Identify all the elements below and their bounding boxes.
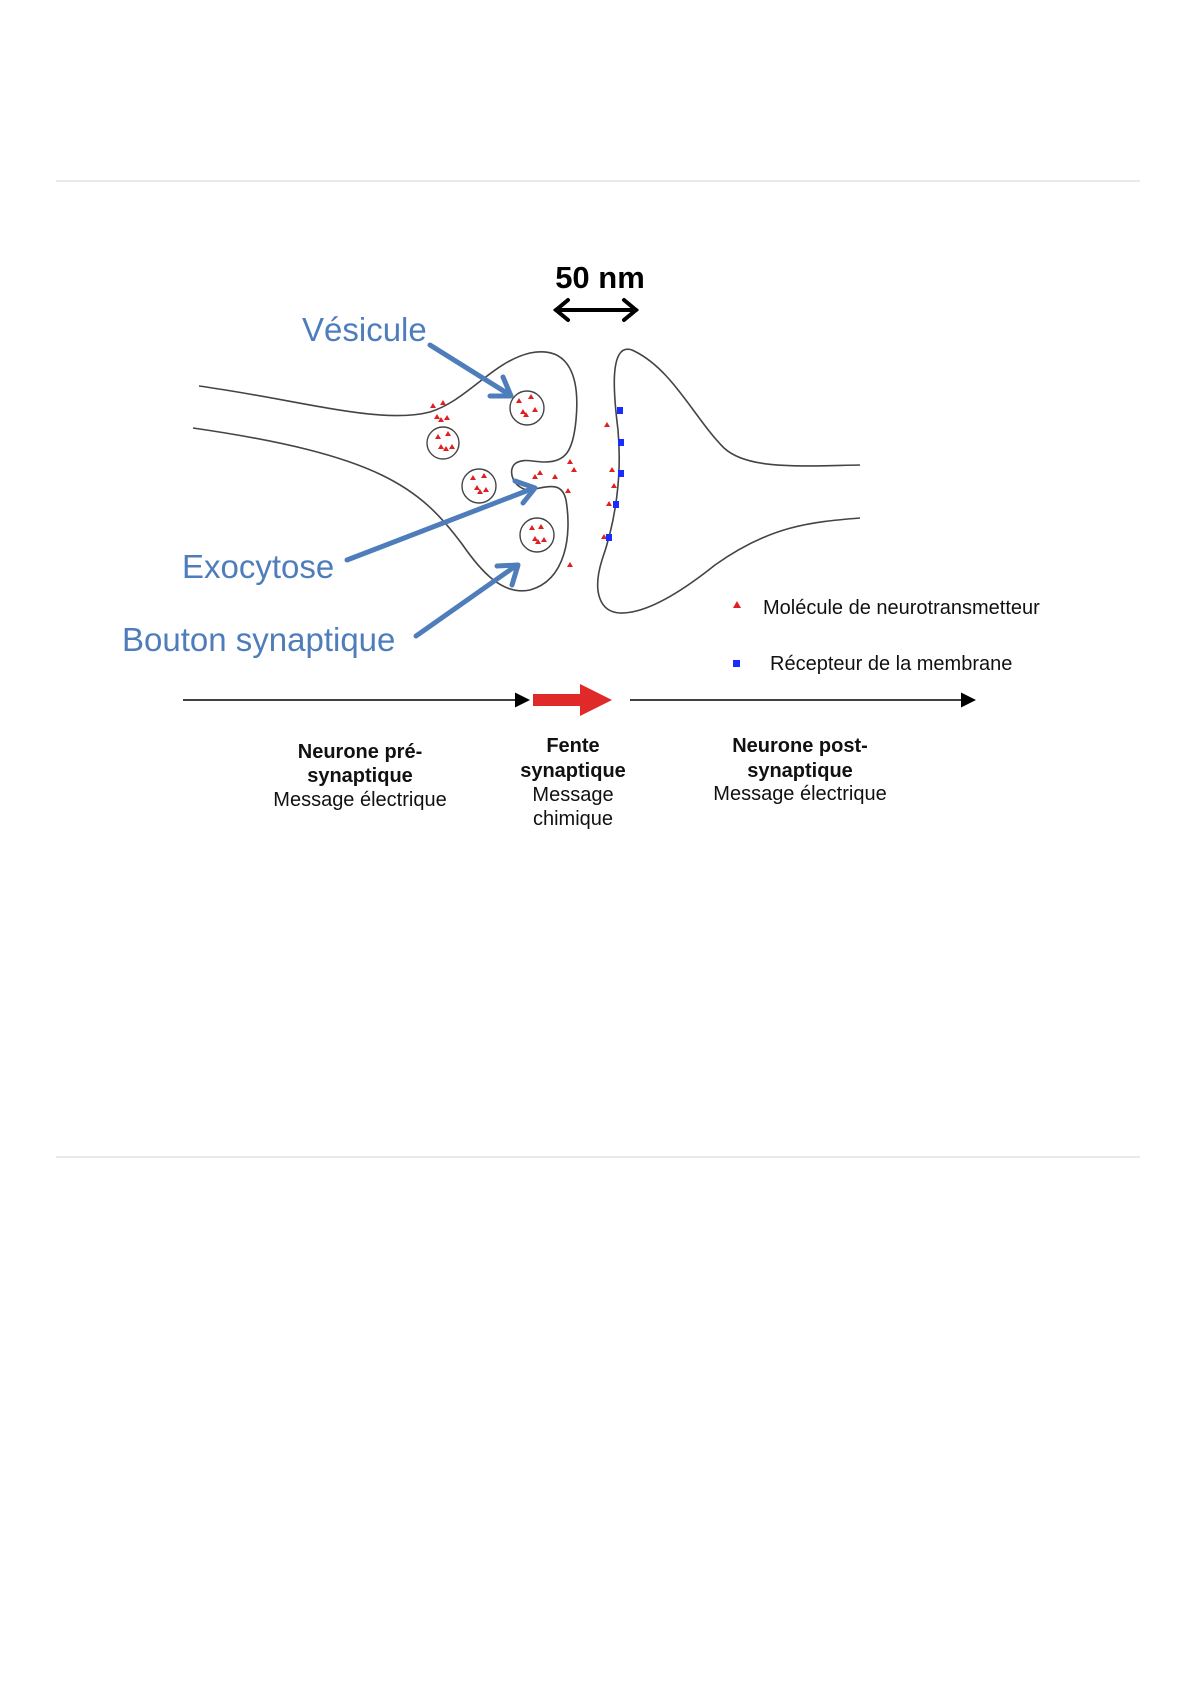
- neurotransmitter-molecule: [470, 475, 476, 480]
- neurotransmitter-molecule: [571, 467, 577, 472]
- neurotransmitter-molecules: [430, 394, 617, 567]
- cleft-message-2: chimique: [533, 808, 613, 830]
- neurotransmitter-molecule: [567, 562, 573, 567]
- legend-neurotransmitter-label: Molécule de neurotransmetteur: [763, 597, 1040, 619]
- neurotransmitter-molecule: [606, 501, 612, 506]
- neurotransmitter-molecule: [567, 459, 573, 464]
- vesicle-label: Vésicule: [302, 311, 427, 348]
- vesicle: [510, 391, 544, 425]
- neurotransmitter-molecule: [481, 473, 487, 478]
- exocytosis-arrow-icon: [347, 481, 535, 560]
- cleft-title-1: Fente: [546, 735, 599, 757]
- bouton-label: Bouton synaptique: [122, 621, 395, 658]
- neurotransmitter-molecule: [538, 524, 544, 529]
- neurotransmitter-molecule: [483, 487, 489, 492]
- legend-receptor-icon: [733, 660, 740, 667]
- neurotransmitter-molecule: [443, 446, 449, 451]
- membrane-receptor: [618, 439, 624, 446]
- neurotransmitter-molecule: [609, 467, 615, 472]
- vesicle: [520, 518, 554, 552]
- neurotransmitter-molecule: [541, 537, 547, 542]
- membrane-receptor: [618, 470, 624, 477]
- exocytosis-label: Exocytose: [182, 548, 334, 585]
- neurotransmitter-molecule: [438, 444, 444, 449]
- neurotransmitter-molecule: [434, 414, 440, 419]
- chemical-flow-arrow: [533, 684, 612, 716]
- neurotransmitter-molecule: [532, 536, 538, 541]
- neurotransmitter-molecule: [474, 485, 480, 490]
- neurotransmitter-molecule: [552, 474, 558, 479]
- membrane-receptors: [606, 407, 624, 541]
- post-message: Message électrique: [713, 783, 886, 805]
- cleft-message-1: Message: [532, 784, 613, 806]
- neurotransmitter-molecule: [520, 409, 526, 414]
- postsynaptic-membrane: [598, 349, 860, 613]
- neurotransmitter-molecule: [444, 415, 450, 420]
- neurotransmitter-molecule: [435, 434, 441, 439]
- membrane-receptor: [606, 534, 612, 541]
- neurotransmitter-molecule: [611, 483, 617, 488]
- vesicle: [462, 469, 496, 503]
- legend-neurotransmitter-icon: [733, 601, 741, 608]
- neurotransmitter-molecule: [516, 398, 522, 403]
- neurotransmitter-molecule: [528, 394, 534, 399]
- pre-message: Message électrique: [273, 789, 446, 811]
- neurotransmitter-molecule: [537, 470, 543, 475]
- legend-receptor-label: Récepteur de la membrane: [770, 653, 1012, 675]
- neurotransmitter-molecule: [565, 488, 571, 493]
- neurotransmitter-molecule: [532, 407, 538, 412]
- vesicles: [427, 391, 554, 552]
- neurotransmitter-molecule: [445, 431, 451, 436]
- pre-title-2: synaptique: [307, 765, 413, 787]
- neurotransmitter-molecule: [449, 444, 455, 449]
- membrane-receptor: [617, 407, 623, 414]
- neurotransmitter-molecule: [529, 525, 535, 530]
- scale-double-arrow-icon: [556, 300, 636, 320]
- pre-title-1: Neurone pré-: [298, 741, 422, 763]
- membrane-receptor: [613, 501, 619, 508]
- cleft-title-2: synaptique: [520, 760, 626, 782]
- scale-label: 50 nm: [555, 260, 645, 295]
- neurotransmitter-molecule: [604, 422, 610, 427]
- neurotransmitter-molecule: [440, 400, 446, 405]
- bouton-arrow-icon: [416, 565, 518, 636]
- neurotransmitter-molecule: [430, 403, 436, 408]
- vesicle: [427, 427, 459, 459]
- post-title-2: synaptique: [747, 760, 853, 782]
- neurotransmitter-molecule: [532, 474, 538, 479]
- post-title-1: Neurone post-: [732, 735, 868, 757]
